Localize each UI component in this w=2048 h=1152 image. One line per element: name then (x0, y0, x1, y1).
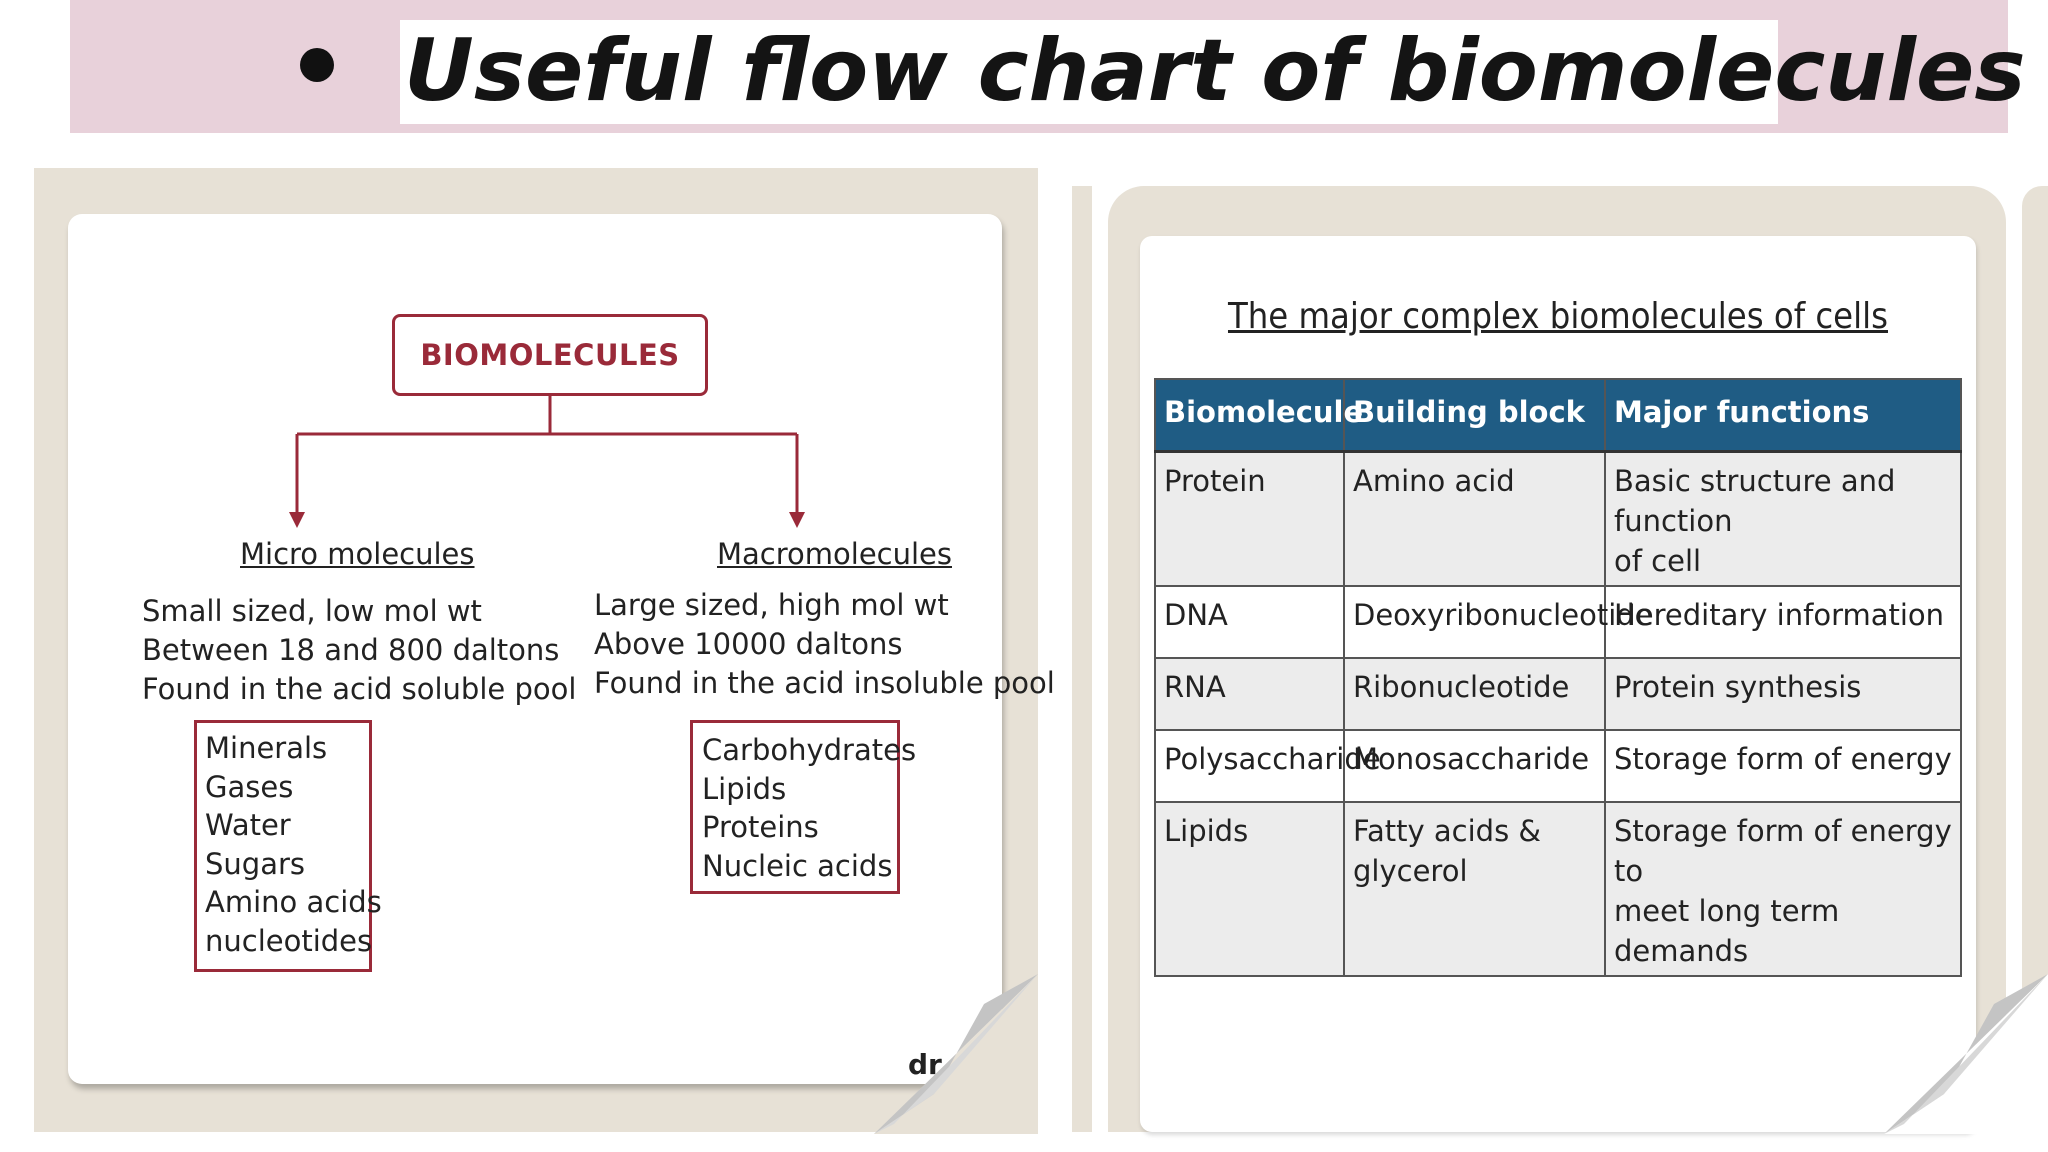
page-curl-icon (874, 974, 1038, 1134)
macromolecules-heading: Macromolecules (717, 537, 952, 571)
list-item: Lipids (702, 771, 787, 806)
cell-line: Basic structure and function (1614, 463, 1896, 538)
table-cell: Lipids (1154, 800, 1345, 977)
macromolecules-description: Large sized, high mol wt Above 10000 dal… (594, 586, 1055, 703)
description-line: Large sized, high mol wt (594, 588, 949, 622)
table-cell: Hereditary information (1604, 584, 1962, 659)
table-cell: DNA (1154, 584, 1345, 659)
table-cell: Fatty acids & glycerol (1343, 800, 1606, 977)
table-cell: Storage form of energy (1604, 728, 1962, 803)
biomolecules-table: Biomolecule Building block Major functio… (1154, 378, 1962, 977)
table-cell: RNA (1154, 656, 1345, 731)
bullet-dot-icon (300, 48, 334, 82)
frame-strip (1072, 186, 1092, 1132)
cell-line: of cell (1614, 543, 1702, 578)
macromolecules-list-box (690, 720, 900, 894)
table-cell: Amino acid (1343, 450, 1606, 587)
table-cell: Basic structure and function of cell (1604, 450, 1962, 587)
cell-line: Storage form of energy to (1614, 813, 1952, 888)
table-row: DNA Deoxyribonucleotide Hereditary infor… (1154, 584, 1962, 659)
column-header: Building block (1343, 378, 1606, 453)
frame-strip (2022, 186, 2048, 1132)
table-cell: Monosaccharide (1343, 728, 1606, 803)
list-item: Carbohydrates (702, 733, 917, 767)
description-line: Found in the acid soluble pool (142, 672, 577, 706)
title-background (400, 20, 1778, 124)
table-cell: Storage form of energy to meet long term… (1604, 800, 1962, 977)
table-cell: Polysaccharide (1154, 728, 1381, 803)
root-node-label: BIOMOLECULES (420, 338, 680, 372)
table-cell: Ribonucleotide (1343, 656, 1606, 731)
micro-molecules-heading: Micro molecules (240, 537, 475, 571)
description-line: Small sized, low mol wt (142, 594, 482, 628)
table-title: The major complex biomolecules of cells (1227, 296, 1888, 337)
table-header-row: Biomolecule Building block Major functio… (1154, 378, 1962, 453)
column-header: Major functions (1604, 378, 1962, 453)
description-line: Found in the acid insoluble pool (594, 666, 1055, 700)
list-item: Sugars (205, 846, 305, 881)
description-line: Between 18 and 800 daltons (142, 633, 560, 667)
description-line: Above 10000 daltons (594, 627, 903, 661)
list-item: Nucleic acids (702, 848, 893, 883)
list-item: Proteins (702, 810, 819, 844)
micro-molecules-list-box (194, 720, 372, 972)
page-curl-icon (1884, 974, 2048, 1134)
table-row: Polysaccharide Monosaccharide Storage fo… (1154, 728, 1962, 803)
micro-molecules-description: Small sized, low mol wt Between 18 and 8… (142, 592, 576, 709)
table-row: Protein Amino acid Basic structure and f… (1154, 450, 1962, 587)
table-cell: Protein synthesis (1604, 656, 1962, 731)
root-node-box (392, 314, 708, 396)
list-item: nucleotides (205, 923, 373, 958)
page-title: Useful flow chart of biomolecules (404, 21, 2026, 121)
table-cell: Deoxyribonucleotide (1343, 584, 1653, 659)
list-item: Minerals (205, 731, 328, 765)
column-header: Biomolecule (1154, 378, 1363, 453)
table-cell: Protein (1154, 450, 1345, 587)
table-row: Lipids Fatty acids & glycerol Storage fo… (1154, 800, 1962, 977)
list-item: Amino acids (205, 885, 382, 919)
list-item: Gases (205, 769, 294, 804)
list-item: Water (205, 808, 291, 842)
micro-molecules-list: Minerals Gases Water Sugars Amino acids … (205, 729, 382, 960)
macromolecules-list: Carbohydrates Lipids Proteins Nucleic ac… (702, 731, 916, 885)
cell-line: meet long term demands (1614, 893, 1840, 968)
table-row: RNA Ribonucleotide Protein synthesis (1154, 656, 1962, 731)
